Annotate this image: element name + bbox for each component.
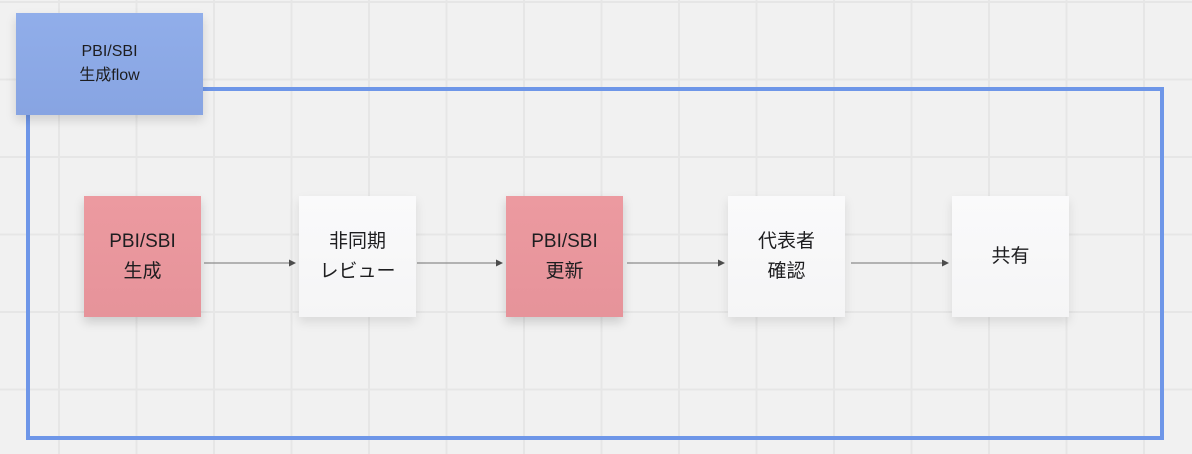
node-label-line: PBI/SBI	[531, 230, 598, 252]
flow-arrow-4-icon[interactable]	[851, 257, 949, 269]
flow-arrow-1-icon[interactable]	[204, 257, 296, 269]
flow-frame[interactable]	[26, 87, 1164, 440]
node-pbi-sbi-generate[interactable]: PBI/SBI 生成	[84, 196, 201, 317]
flow-arrow-2-icon[interactable]	[417, 257, 503, 269]
node-label-line: 代表者	[757, 230, 815, 252]
frame-title-line: 生成flow	[79, 67, 140, 84]
node-label-line: 生成	[123, 260, 162, 282]
node-pbi-sbi-update[interactable]: PBI/SBI 更新	[506, 196, 623, 317]
node-label-line: 非同期	[328, 230, 386, 252]
node-label-line: 共有	[991, 245, 1030, 267]
frame-title-sticky[interactable]: PBI/SBI 生成flow	[16, 13, 203, 115]
node-label-line: 更新	[545, 260, 584, 282]
node-label-line: 確認	[767, 260, 806, 282]
flow-arrow-3-icon[interactable]	[627, 257, 725, 269]
frame-title-line: PBI/SBI	[81, 43, 138, 60]
node-share[interactable]: 共有	[952, 196, 1069, 317]
node-label-line: PBI/SBI	[109, 230, 176, 252]
node-representative-confirm[interactable]: 代表者 確認	[728, 196, 845, 317]
node-label-line: レビュー	[319, 260, 396, 282]
node-async-review[interactable]: 非同期 レビュー	[299, 196, 416, 317]
